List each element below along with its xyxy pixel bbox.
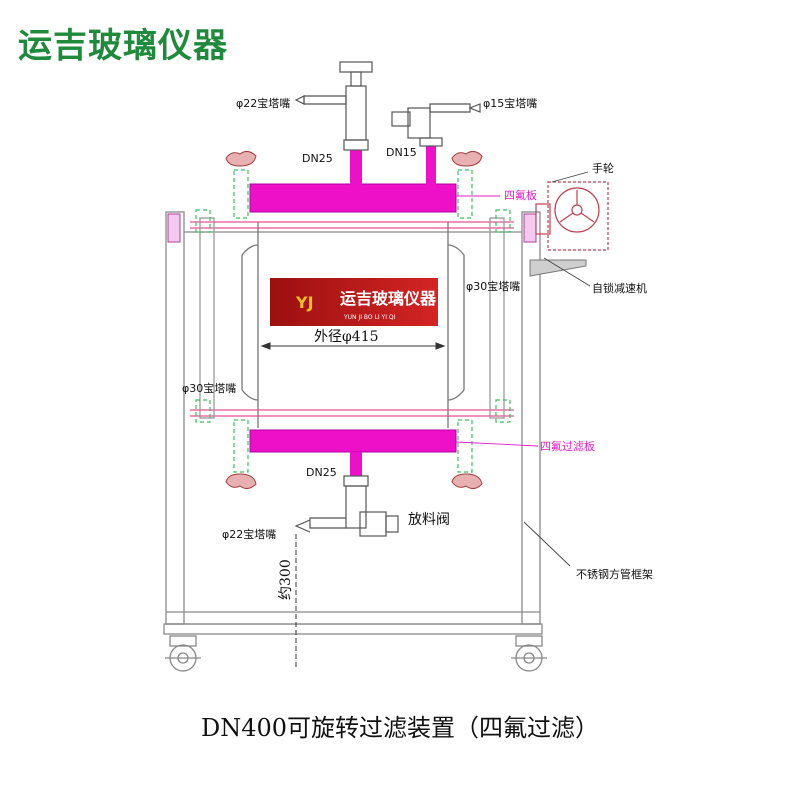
leader-lines	[455, 171, 591, 567]
label-frame: 不锈钢方管框架	[576, 567, 653, 581]
diameter-dimension	[260, 342, 446, 350]
brand-title: 运吉玻璃仪器	[18, 26, 228, 66]
logo-banner: YJ 运吉玻璃仪器 YUN JI BO LI YI QI	[270, 278, 438, 326]
label-dn15: DN15	[386, 146, 417, 159]
label-nozzle-30-left: φ30宝塔嘴	[182, 381, 236, 395]
stainless-frame	[163, 211, 543, 635]
label-ptfe-filter-plate: 四氟过滤板	[540, 439, 595, 453]
motor-bracket	[529, 259, 587, 277]
label-dn25-top: DN25	[302, 152, 333, 165]
label-nozzle-15: φ15宝塔嘴	[483, 96, 537, 110]
diagram-caption: DN400可旋转过滤装置（四氟过滤）	[200, 714, 600, 742]
caster-left	[165, 635, 201, 672]
clamp-knobs	[225, 150, 483, 490]
bottom-outlet	[294, 452, 399, 537]
height-label: 约300	[278, 559, 294, 600]
label-discharge-valve: 放料阀	[408, 512, 450, 528]
label-nozzle-22-bottom: φ22宝塔嘴	[222, 527, 276, 541]
axle-left	[167, 213, 181, 243]
logo-text: 运吉玻璃仪器	[340, 289, 437, 308]
handwheel	[535, 181, 609, 251]
logo-subtext: YUN JI BO LI YI QI	[343, 314, 396, 321]
label-ptfe-plate: 四氟板	[504, 188, 537, 202]
logo-mark-icon: YJ	[295, 293, 314, 312]
caster-right	[511, 635, 547, 672]
label-handwheel: 手轮	[592, 161, 614, 175]
axle-right	[523, 213, 537, 243]
outer-diameter-label: 外径φ415	[314, 329, 379, 345]
clamp-columns	[195, 169, 511, 473]
top-nozzles	[294, 61, 481, 186]
label-worm-gear: 自锁减速机	[592, 281, 647, 295]
vessel-body	[190, 217, 514, 428]
label-dn25-bottom: DN25	[306, 466, 337, 479]
label-nozzle-22-top: φ22宝塔嘴	[236, 96, 290, 110]
ptfe-filter-plate	[249, 429, 457, 453]
label-nozzle-30-right: φ30宝塔嘴	[466, 279, 520, 293]
ptfe-top-plate	[249, 183, 457, 213]
